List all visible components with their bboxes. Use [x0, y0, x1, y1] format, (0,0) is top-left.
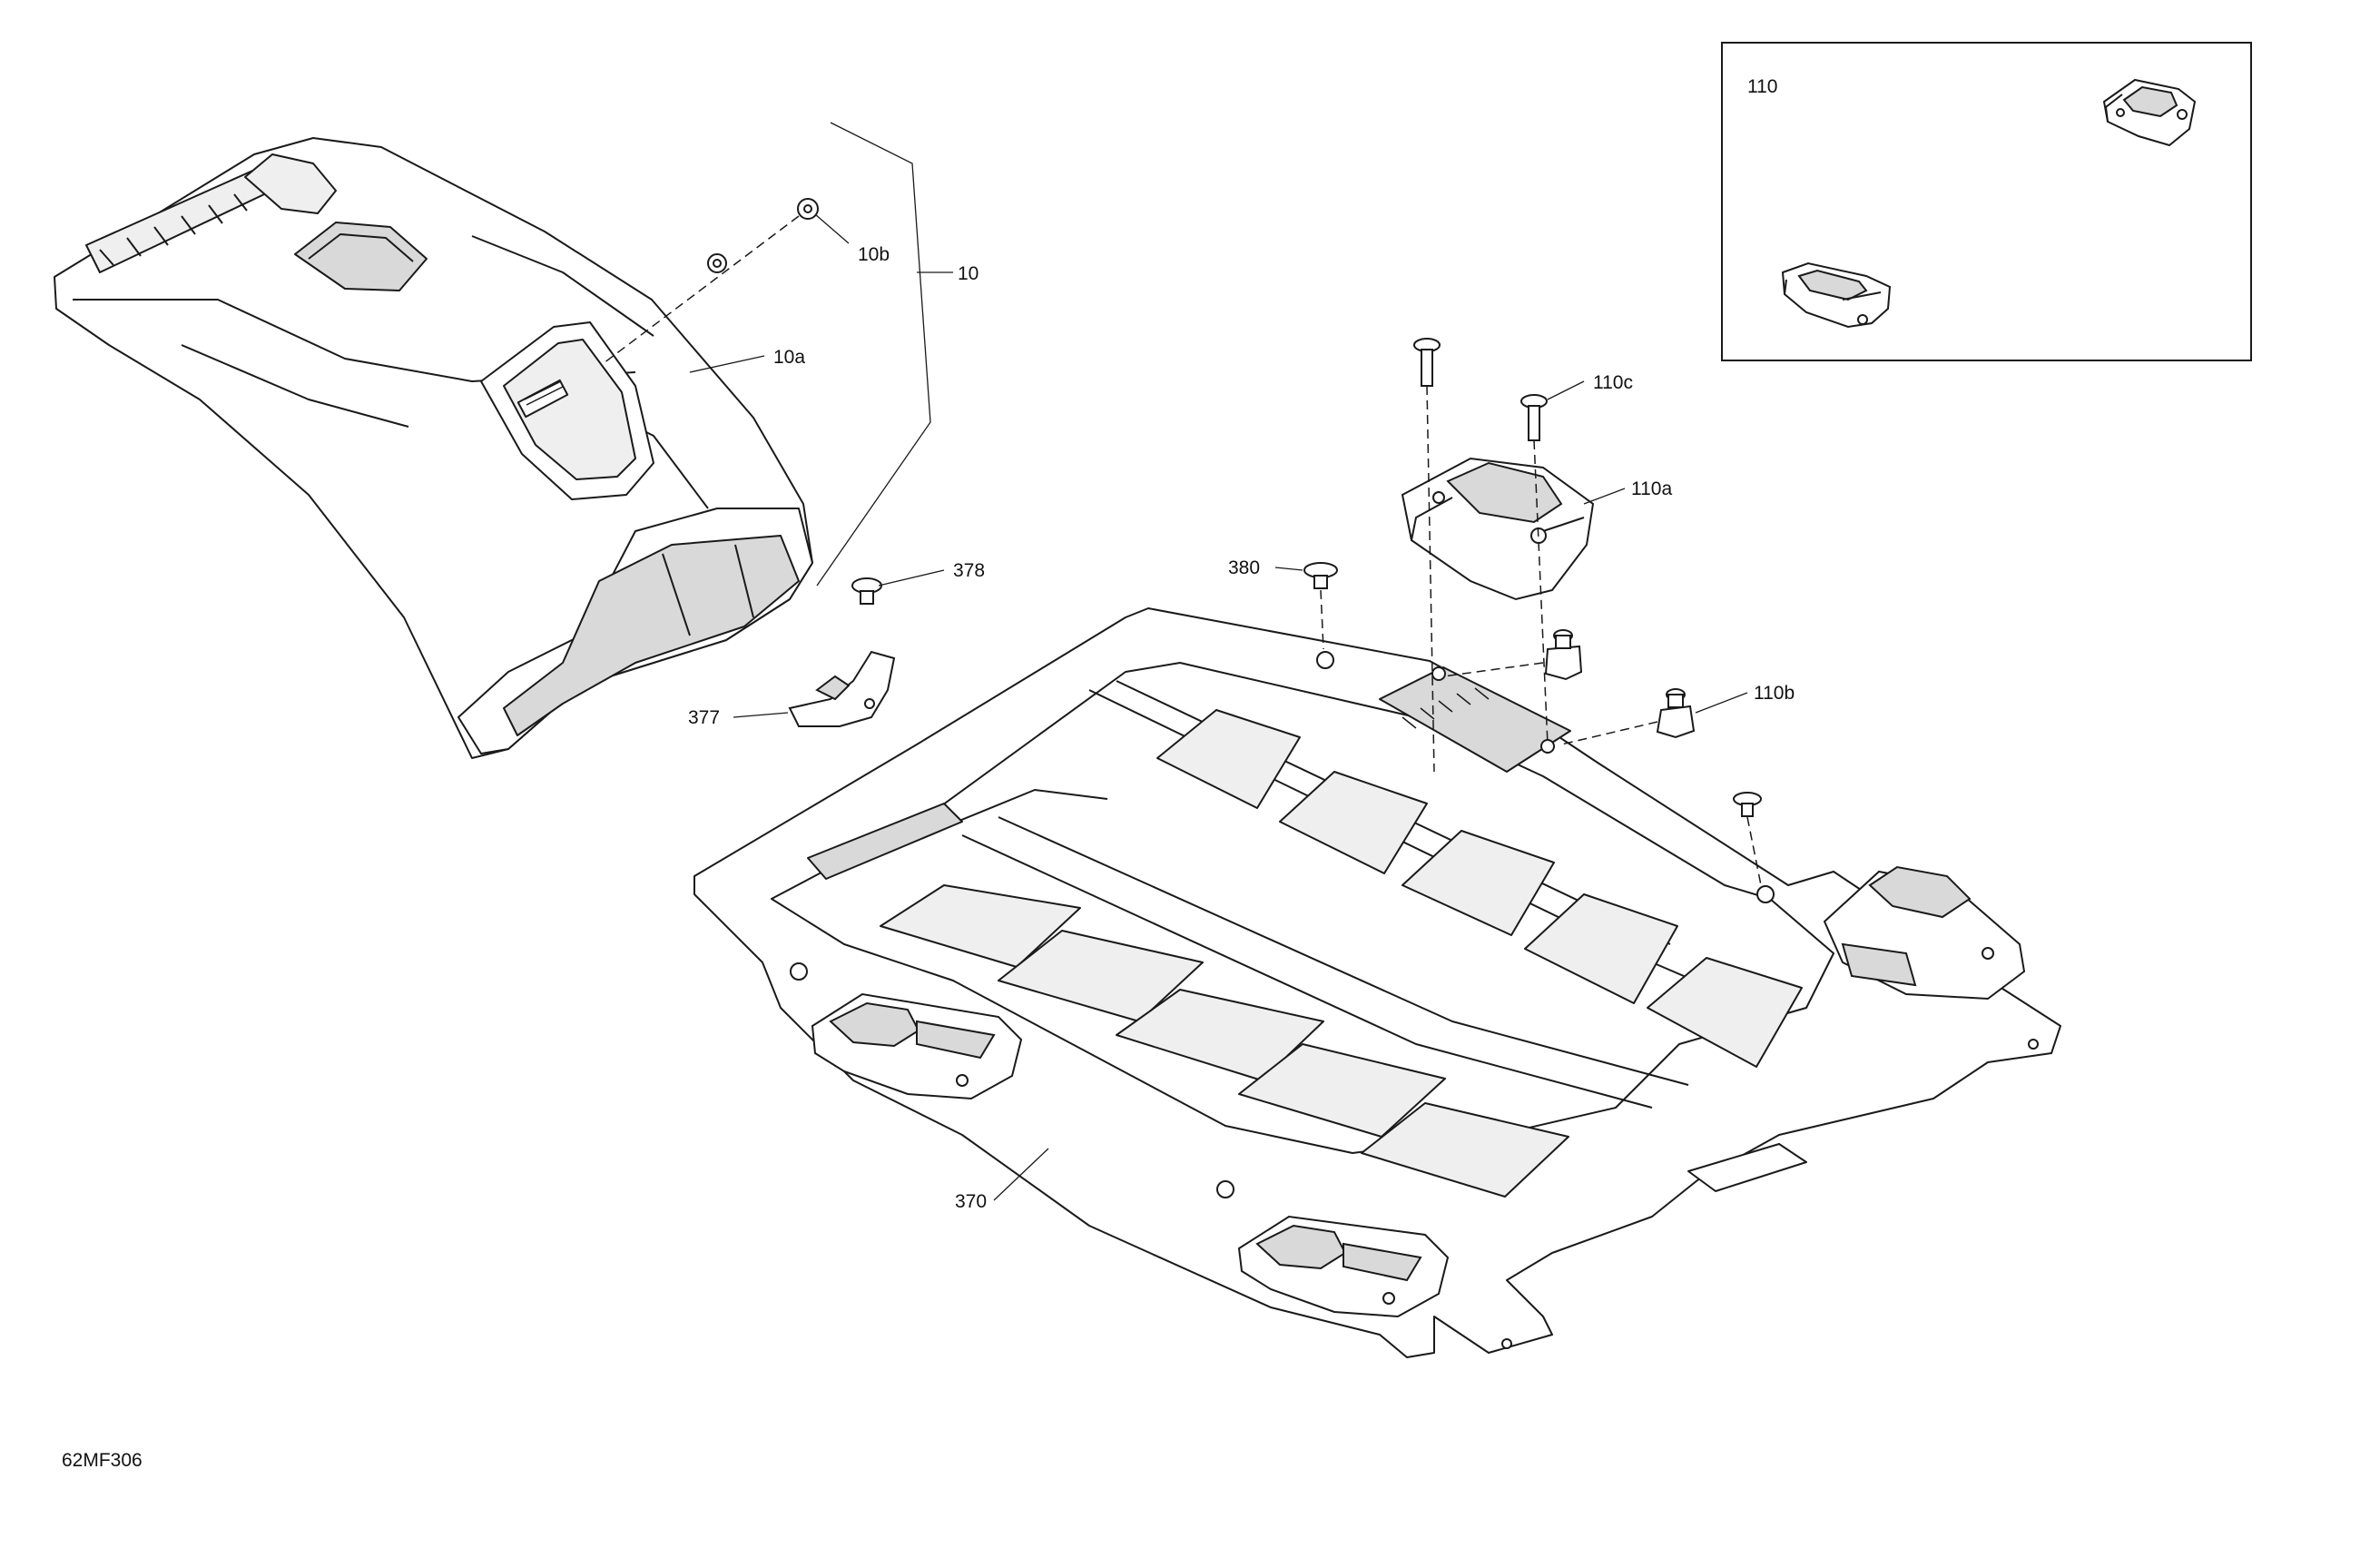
- inset-box-110: [1721, 42, 2252, 361]
- callout-labels: 10 10b 10a 110 110c 110a 110b 378 380 37…: [688, 76, 1795, 1212]
- callout-377: 377: [688, 707, 720, 728]
- fastener-378: [851, 577, 882, 605]
- inset-handle-bottom: [1781, 261, 1892, 329]
- nut-110b: [1442, 629, 1696, 745]
- callout-380: 380: [1228, 557, 1260, 578]
- skid-handle-front-left: [811, 992, 1023, 1100]
- inset-handle-top: [2102, 78, 2197, 147]
- leader-lines: [689, 122, 1748, 1201]
- skid-handle-front-right: [1237, 1215, 1450, 1318]
- screw-110c: [1413, 338, 1549, 773]
- fastener-380: [1303, 562, 1338, 650]
- clip-377: [788, 650, 896, 727]
- drawing-code: 62MF306: [62, 1450, 143, 1471]
- callout-110b: 110b: [1754, 683, 1795, 704]
- callout-378: 378: [953, 560, 985, 581]
- front-cover-part: [54, 137, 813, 759]
- skid-pads-upper-row: [1156, 709, 1803, 1068]
- callout-10a: 10a: [773, 347, 805, 368]
- callout-10b: 10b: [858, 244, 890, 265]
- handle-110a: [1401, 457, 1595, 601]
- fastener-rear: [1733, 792, 1762, 886]
- skid-pads-lower-row: [880, 884, 1569, 1198]
- callout-110c: 110c: [1593, 372, 1633, 393]
- callout-10: 10: [958, 263, 979, 284]
- callout-110a: 110a: [1631, 478, 1672, 499]
- skid-handle-rear-right: [1823, 865, 2026, 1001]
- screw-10b: [603, 198, 819, 364]
- skid-plate-part: [693, 607, 2061, 1358]
- callout-110: 110: [1747, 76, 1777, 97]
- callout-370: 370: [955, 1191, 987, 1212]
